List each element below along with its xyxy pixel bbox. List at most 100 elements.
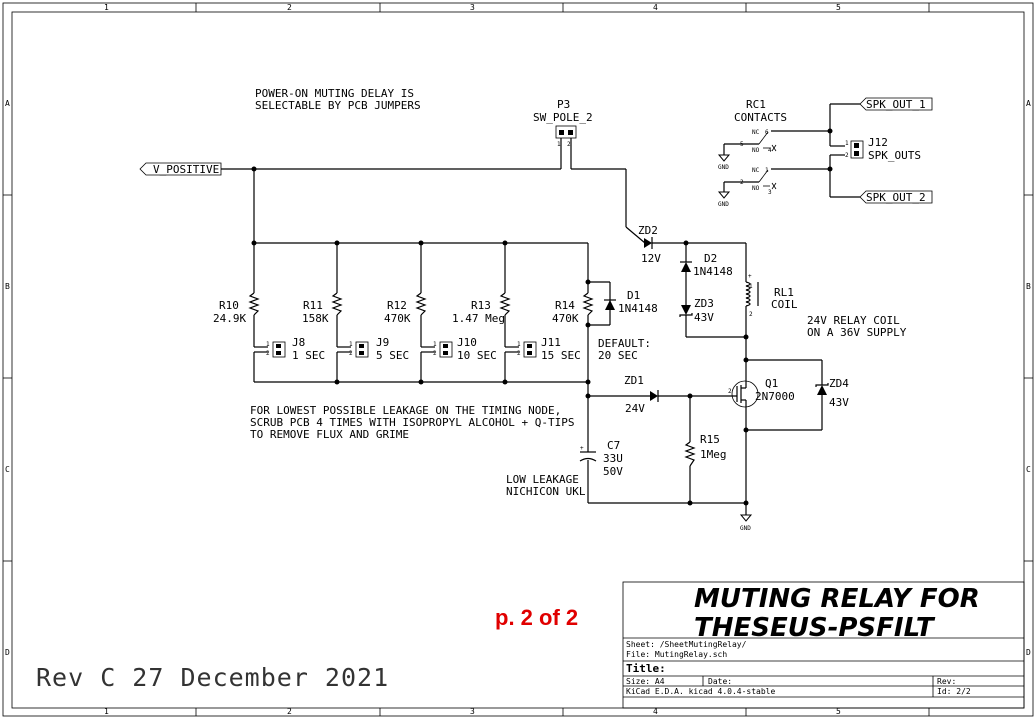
mosfet-q1: 2 Q1 2N7000 — [728, 377, 795, 410]
tb-id: Id: 2/2 — [937, 687, 971, 696]
page-marker: p. 2 of 2 — [495, 605, 578, 630]
r14-value: 470K — [552, 312, 579, 325]
svg-text:2: 2 — [749, 311, 753, 318]
zd1-value: 24V — [625, 402, 645, 415]
note-cap-line1: LOW LEAKAGE — [506, 473, 579, 486]
note-leak-line2: SCRUB PCB 4 TIMES WITH ISOPROPYL ALCOHOL… — [250, 416, 575, 429]
note-coil-line2: ON A 36V SUPPLY — [807, 326, 907, 339]
svg-text:6: 6 — [765, 129, 769, 136]
r12-ref: R12 — [387, 299, 407, 312]
title-block: MUTING RELAY FOR THESEUS-PSFILT Sheet: /… — [622, 581, 1025, 709]
svg-text:2: 2 — [266, 350, 270, 357]
svg-text:2: 2 — [433, 350, 437, 357]
grid-col-3: 3 — [470, 3, 475, 12]
j10-ref: J10 — [457, 336, 477, 349]
note-coil-line1: 24V RELAY COIL — [807, 314, 900, 327]
grid-row-c-right: C — [1026, 465, 1031, 474]
rc1-value: CONTACTS — [734, 111, 787, 124]
r13-value: 1.47 Meg — [452, 312, 505, 325]
zd2-value: 12V — [641, 252, 661, 265]
svg-text:2: 2 — [567, 141, 571, 148]
c7-ref: C7 — [607, 439, 620, 452]
title-line1: MUTING RELAY FOR — [694, 584, 980, 614]
zd3-value: 43V — [694, 311, 714, 324]
j8-ref: J8 — [292, 336, 305, 349]
svg-text:1: 1 — [557, 141, 561, 148]
grid-col-2: 2 — [287, 3, 292, 12]
title-line2: THESEUS-PSFILT — [694, 613, 936, 643]
svg-text:NO: NO — [752, 147, 760, 154]
grid-ticks — [3, 3, 1033, 716]
q1-value: 2N7000 — [755, 390, 795, 403]
svg-text:GND: GND — [718, 201, 729, 208]
zd4-value: 43V — [829, 396, 849, 409]
zener-zd2: ZD2 12V — [638, 224, 661, 265]
r10-ref: R10 — [219, 299, 239, 312]
zd2-ref: ZD2 — [638, 224, 658, 237]
j11-ref: J11 — [541, 336, 561, 349]
relay-coil-rl1: + 1 2 RL1 COIL — [745, 260, 798, 318]
grid-row-d-right: D — [1026, 648, 1031, 657]
svg-text:+: + — [580, 445, 584, 452]
p3-switch-pole: P3 SW_POLE_2 1 2 — [533, 98, 593, 148]
relay-contacts-rc1: RC1 CONTACTS NC 6 5 NO 4 NC 1 2 NO 3 GND… — [717, 98, 787, 208]
zd3-ref: ZD3 — [694, 297, 714, 310]
rc1-ref: RC1 — [746, 98, 766, 111]
grid-col-5-bottom: 5 — [836, 707, 841, 716]
resistor-r10: R10 24.9K — [213, 292, 260, 325]
diode-d1: D1 1N4148 — [604, 289, 658, 315]
resistor-r14: R14 470K — [552, 292, 594, 325]
note-default-line1: DEFAULT: — [598, 337, 651, 350]
svg-text:1: 1 — [349, 341, 353, 348]
d1-ref: D1 — [627, 289, 640, 302]
zener-zd1: ZD1 24V — [624, 374, 659, 415]
svg-text:1: 1 — [765, 167, 769, 174]
c7-value: 33U — [603, 452, 623, 465]
rl1-value: COIL — [771, 298, 798, 311]
resistor-r15: R15 1Meg — [684, 433, 727, 467]
j8-value: 1 SEC — [292, 349, 325, 362]
zd4-ref: ZD4 — [829, 377, 849, 390]
note-leak-line1: FOR LOWEST POSSIBLE LEAKAGE ON THE TIMIN… — [250, 404, 561, 417]
grid-col-1: 1 — [104, 3, 109, 12]
jumper-j9: 1 2 J9 5 SEC — [349, 336, 409, 362]
svg-text:NC: NC — [752, 167, 760, 174]
svg-text:5: 5 — [740, 141, 744, 148]
svg-text:SPK_OUT_1: SPK_OUT_1 — [866, 98, 926, 111]
svg-text:1: 1 — [749, 283, 753, 290]
rl1-ref: RL1 — [774, 286, 794, 299]
resistor-r12: R12 470K — [384, 292, 427, 325]
svg-text:2: 2 — [740, 179, 744, 186]
tb-date: Date: — [708, 677, 732, 686]
note-leak-line3: TO REMOVE FLUX AND GRIME — [250, 428, 409, 441]
r11-ref: R11 — [303, 299, 323, 312]
grid-col-5: 5 — [836, 3, 841, 12]
tb-kicad: KiCad E.D.A. kicad 4.0.4-stable — [626, 687, 775, 696]
svg-text:SPK_OUT_2: SPK_OUT_2 — [866, 191, 926, 204]
tb-sheet: Sheet: /SheetMutingRelay/ — [626, 640, 747, 649]
tb-rev: Rev: — [937, 677, 956, 686]
resistor-r13: R13 1.47 Meg — [452, 292, 511, 325]
grid-row-a-right: A — [1026, 99, 1031, 108]
q1-ref: Q1 — [765, 377, 778, 390]
junction-dots — [251, 128, 833, 506]
grid-col-4-bottom: 4 — [653, 707, 658, 716]
grid-row-b-right: B — [1026, 282, 1031, 291]
svg-text:1: 1 — [266, 341, 270, 348]
spk-out-2-net-label: SPK_OUT_2 — [859, 190, 933, 204]
svg-text:NO: NO — [752, 185, 760, 192]
p3-ref: P3 — [557, 98, 570, 111]
svg-text:3: 3 — [768, 189, 772, 196]
capacitor-c7: + C7 33U 50V — [579, 439, 623, 478]
grid-labels: 1 2 3 4 5 1 2 3 4 5 A B C D A B C D — [5, 3, 1031, 716]
svg-text:4: 4 — [768, 147, 772, 154]
p3-value: SW_POLE_2 — [533, 111, 593, 124]
svg-text:2: 2 — [728, 388, 732, 395]
gnd-symbol-main: GND — [739, 514, 753, 532]
note-default-line2: 20 SEC — [598, 349, 638, 362]
grid-col-4: 4 — [653, 3, 658, 12]
j12-ref: J12 — [868, 136, 888, 149]
spk-out-1-net-label: SPK_OUT_1 — [859, 97, 933, 111]
j9-value: 5 SEC — [376, 349, 409, 362]
